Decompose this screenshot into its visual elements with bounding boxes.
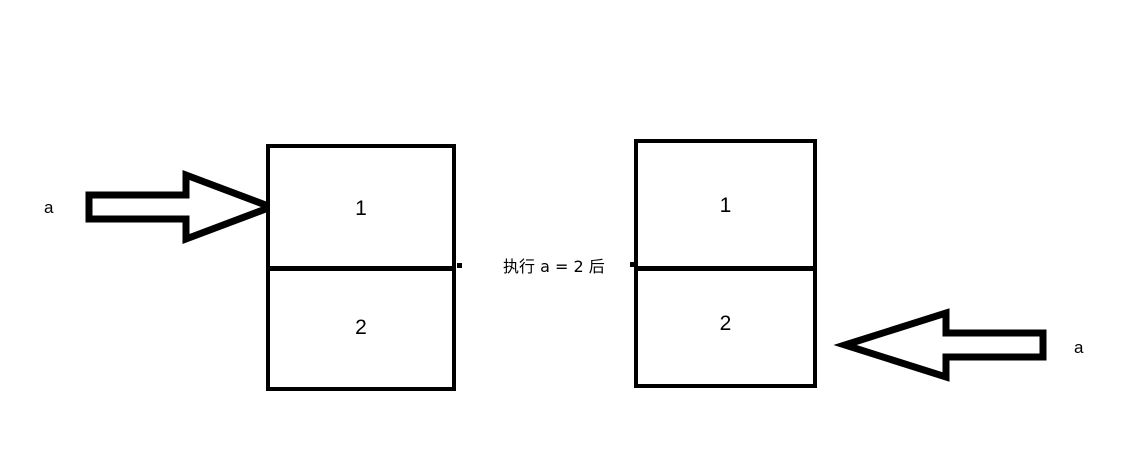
- memory-divider-before: [266, 266, 456, 271]
- divider-nub-before-right: [457, 263, 462, 268]
- divider-nub-after-left: [630, 262, 635, 267]
- memory-block-after: 1 2: [634, 139, 817, 388]
- arrow-left-shape: [833, 308, 1047, 382]
- pointer-arrow-right: [84, 168, 281, 246]
- memory-cell-value: 2: [355, 316, 367, 339]
- memory-cell-value: 2: [719, 311, 732, 335]
- memory-cell-after-top: 1: [638, 143, 813, 267]
- memory-divider-after: [634, 266, 817, 271]
- memory-cell-value: 1: [719, 193, 732, 217]
- memory-cell-after-bottom: 2: [638, 262, 813, 384]
- memory-block-before: 1 2: [266, 144, 456, 391]
- memory-cell-before-bottom: 2: [270, 268, 452, 387]
- transition-caption: 执行 a = 2 后: [503, 257, 605, 276]
- variable-label-a-after: a: [1074, 338, 1084, 357]
- pointer-arrow-left: [833, 308, 1047, 386]
- variable-label-a-before: a: [44, 198, 54, 217]
- memory-cell-value: 1: [355, 196, 367, 220]
- arrow-right-shape: [85, 169, 281, 245]
- memory-cell-before-top: 1: [270, 148, 452, 268]
